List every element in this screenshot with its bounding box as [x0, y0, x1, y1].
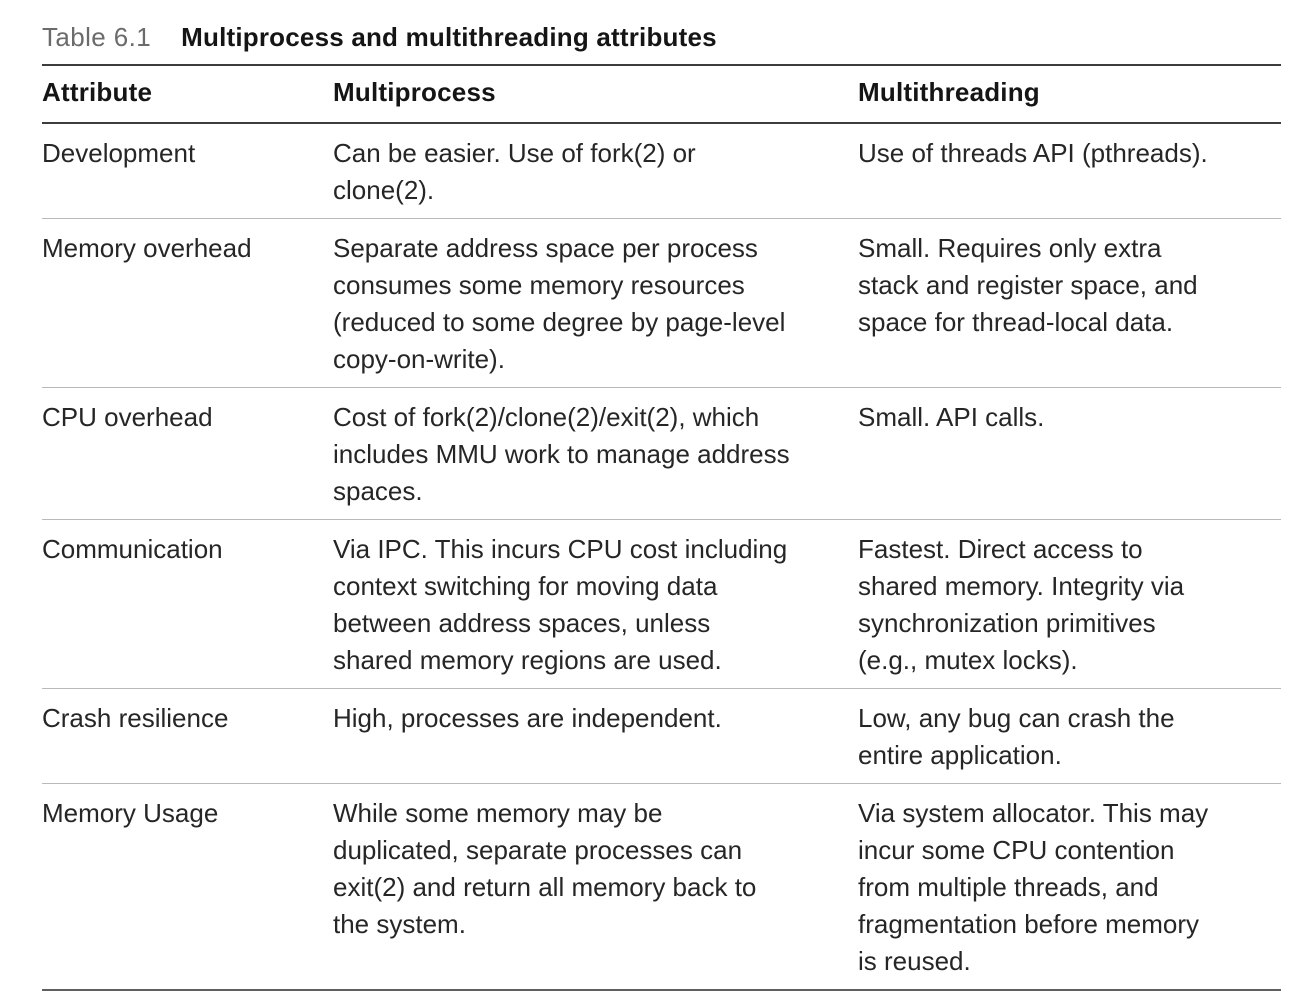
cell-attribute: Memory Usage	[42, 783, 333, 991]
column-header-multithreading: Multithreading	[858, 64, 1281, 124]
cell-multithreading: Small. API calls.	[858, 387, 1281, 520]
table-row-memory-usage: Memory Usage While some memory may be du…	[42, 783, 1281, 991]
cell-attribute: CPU overhead	[42, 387, 333, 520]
cell-multiprocess: High, processes are independent.	[333, 688, 858, 784]
cell-multiprocess: Separate address space per process consu…	[333, 218, 858, 388]
table-row-communication: Communication Via IPC. This incurs CPU c…	[42, 519, 1281, 689]
cell-multithreading: Fastest. Direct access to shared memory.…	[858, 519, 1281, 689]
cell-multiprocess: While some memory may be duplicated, sep…	[333, 783, 858, 991]
cell-multiprocess: Cost of fork(2)/clone(2)/exit(2), which …	[333, 387, 858, 520]
cell-attribute: Memory overhead	[42, 218, 333, 388]
table-caption-label: Table 6.1	[42, 22, 152, 52]
table-row-cpu-overhead: CPU overhead Cost of fork(2)/clone(2)/ex…	[42, 387, 1281, 520]
table-body: Development Can be easier. Use of fork(2…	[42, 123, 1281, 991]
column-header-attribute: Attribute	[42, 64, 333, 124]
cell-attribute: Development	[42, 123, 333, 219]
cell-multithreading: Use of threads API (pthreads).	[858, 123, 1281, 219]
header-row: Attribute Multiprocess Multithreading	[42, 64, 1281, 124]
table-row-development: Development Can be easier. Use of fork(2…	[42, 123, 1281, 219]
table-row-crash-resilience: Crash resilience High, processes are ind…	[42, 688, 1281, 784]
column-header-multiprocess: Multiprocess	[333, 64, 858, 124]
cell-multiprocess: Via IPC. This incurs CPU cost including …	[333, 519, 858, 689]
table-caption-title: Multiprocess and multithreading attribut…	[181, 22, 717, 52]
table-header: Attribute Multiprocess Multithreading	[42, 64, 1281, 124]
cell-attribute: Communication	[42, 519, 333, 689]
table-caption: Table 6.1 Multiprocess and multithreadin…	[42, 20, 1281, 54]
cell-multiprocess: Can be easier. Use of fork(2) or clone(2…	[333, 123, 858, 219]
table-row-memory-overhead: Memory overhead Separate address space p…	[42, 218, 1281, 388]
attributes-table: Attribute Multiprocess Multithreading De…	[42, 64, 1281, 991]
cell-multithreading: Low, any bug can crash the entire applic…	[858, 688, 1281, 784]
cell-multithreading: Via system allocator. This may incur som…	[858, 783, 1281, 991]
cell-attribute: Crash resilience	[42, 688, 333, 784]
cell-multithreading: Small. Requires only extra stack and reg…	[858, 218, 1281, 388]
